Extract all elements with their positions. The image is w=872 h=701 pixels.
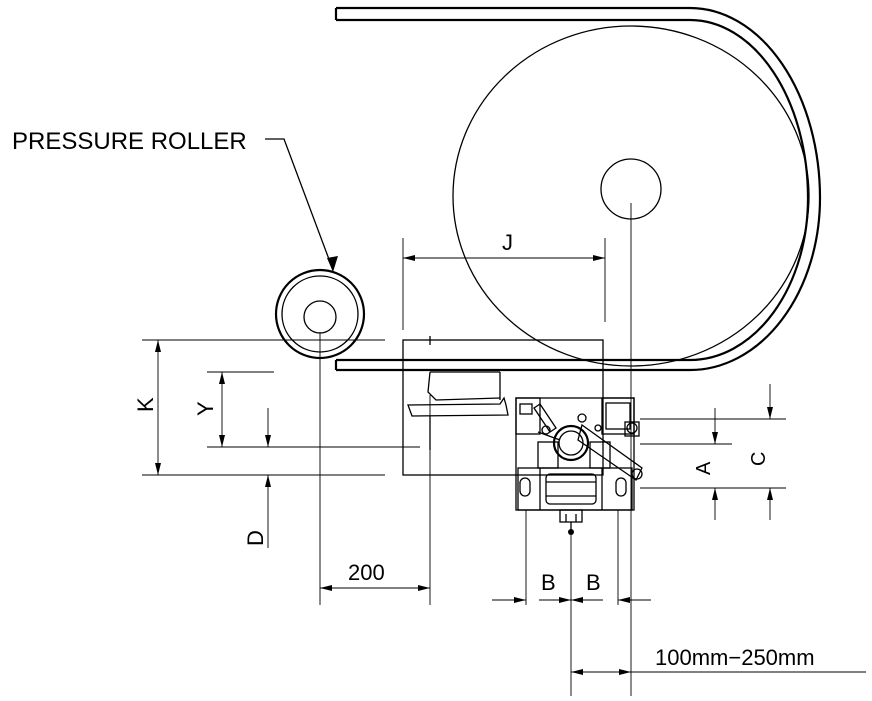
dimension-k-label: K — [133, 397, 158, 412]
dimension-d-label: D — [243, 530, 268, 546]
dimension-b-b: B B — [492, 510, 651, 696]
dimension-b-right-label: B — [586, 570, 601, 595]
dimension-200-label: 200 — [348, 560, 385, 585]
dimension-a: A — [640, 408, 786, 520]
dimension-b-left-label: B — [541, 570, 556, 595]
dimension-range: 100mm−250mm — [571, 645, 866, 675]
dimension-d: D — [243, 408, 271, 548]
dimension-j-label: J — [502, 230, 513, 255]
label-roll — [452, 25, 810, 696]
dimension-range-label: 100mm−250mm — [655, 645, 815, 670]
dimension-c-label: C — [748, 452, 770, 466]
pressure-roller-label: PRESSURE ROLLER — [12, 128, 247, 155]
dimension-k: K — [133, 339, 385, 476]
dimension-a-label: A — [693, 461, 715, 475]
dimension-j: J — [402, 230, 606, 330]
label-web-strip — [334, 6, 822, 372]
applicator-head — [515, 397, 643, 535]
dimension-y-label: Y — [193, 401, 218, 416]
dimension-y: Y — [193, 371, 420, 448]
dimension-200: 200 — [320, 560, 430, 591]
pressure-roller — [274, 268, 366, 605]
dimension-c: C — [748, 384, 773, 520]
applicator-frame — [402, 336, 604, 476]
peel-plate — [407, 371, 509, 605]
pressure-roller-callout: PRESSURE ROLLER — [12, 128, 338, 272]
